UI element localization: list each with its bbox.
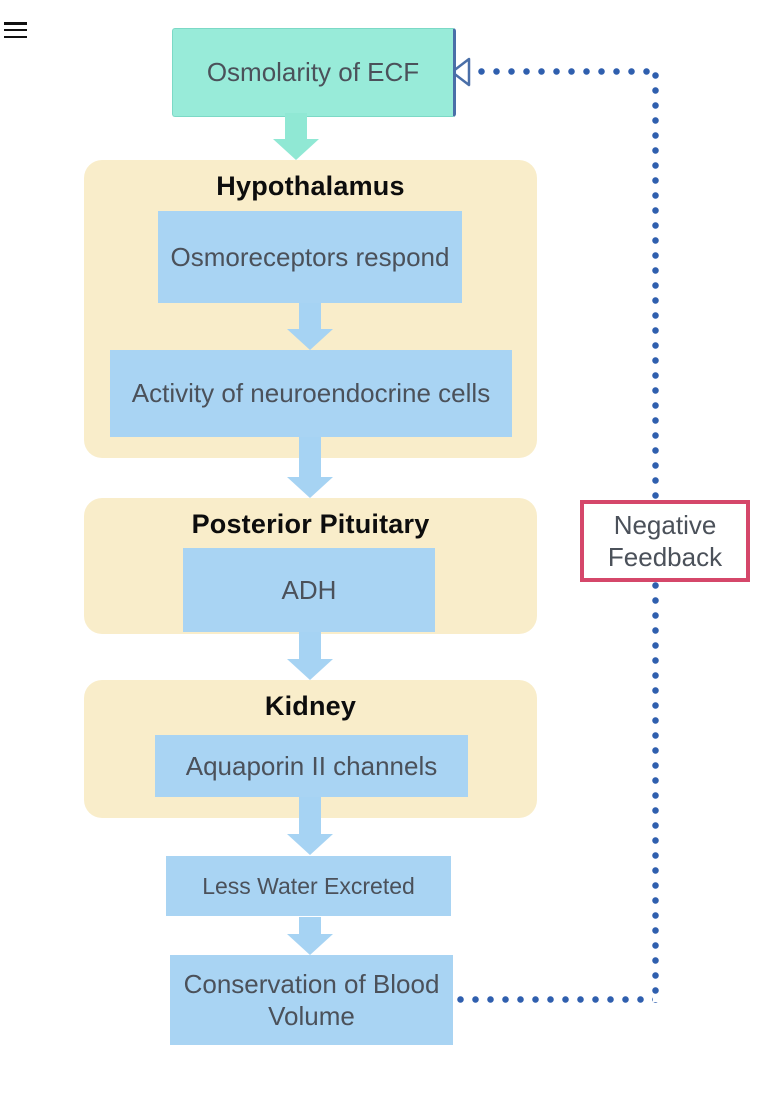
group-title-kidney: Kidney [264,691,357,721]
hamburger-bar [4,35,27,39]
arrow-shaft [299,437,321,477]
step-box-osmoreceptors: Osmoreceptors respond [158,211,462,303]
arrow-head [287,477,333,498]
stimulus-box-osmolarity: Osmolarity of ECF [172,28,456,117]
group-title-hypothalamus: Hypothalamus [216,171,405,201]
flow-arrow-down [273,113,319,160]
step-box-aquaporin: Aquaporin II channels [155,735,468,797]
arrow-shaft [299,917,321,934]
flow-arrow-down [287,917,333,955]
feedback-dotted-line-bottom [453,996,653,1003]
negative-feedback-label: Negative Feedback [580,500,750,582]
arrow-head [287,329,333,350]
arrow-head [287,834,333,855]
hamburger-bar [4,28,27,32]
hamburger-menu-icon[interactable] [4,22,27,39]
arrow-head [273,139,319,160]
arrow-shaft [299,632,321,659]
step-box-neuroendocrine: Activity of neuroendocrine cells [110,350,512,437]
arrow-head [287,934,333,955]
feedback-dotted-line-top [474,68,657,75]
group-title-posterior-pituitary: Posterior Pituitary [191,509,430,539]
outcome-box-less-water: Less Water Excreted [166,856,451,916]
step-box-adh: ADH [183,548,435,632]
arrow-shaft [299,303,321,329]
arrow-shaft [299,797,321,834]
arrow-head [287,659,333,680]
flow-arrow-down [287,437,333,498]
hamburger-bar [4,22,27,25]
negative-feedback-line1: Negative [613,509,717,540]
feedback-arrowhead-icon [450,57,471,87]
outcome-box-conservation: Conservation of Blood Volume [170,955,453,1045]
flow-arrow-down [287,632,333,680]
flow-arrow-down [287,797,333,855]
arrow-shaft [285,113,307,139]
flow-arrow-down [287,303,333,350]
negative-feedback-line2: Feedback [607,542,723,572]
